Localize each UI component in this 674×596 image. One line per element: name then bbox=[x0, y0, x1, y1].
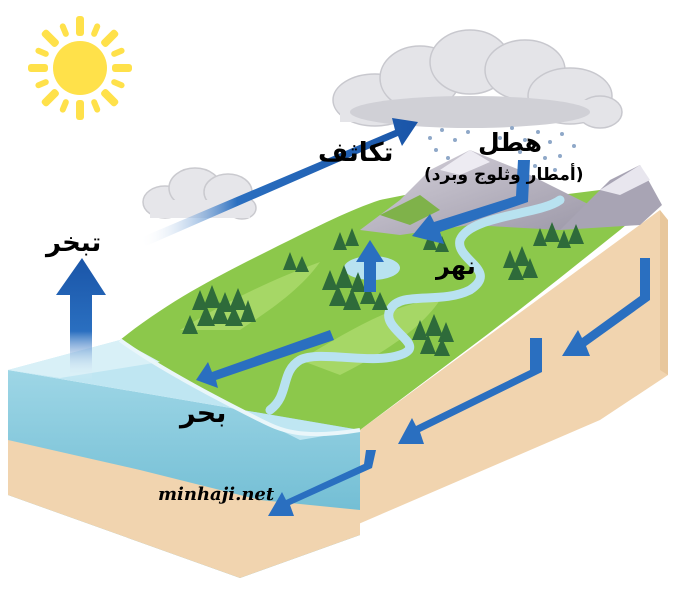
sun-icon bbox=[28, 16, 132, 120]
forest bbox=[182, 222, 584, 356]
evaporation-label: تبخر bbox=[46, 228, 102, 258]
flow-arrow-icon bbox=[56, 118, 650, 516]
condensation-label: تكاثف bbox=[318, 138, 394, 168]
watermark: minhaji.net bbox=[158, 484, 275, 505]
small-cloud-icon bbox=[142, 167, 257, 220]
sea-block bbox=[8, 338, 361, 578]
rain-icon bbox=[428, 126, 576, 172]
precipitation-detail-label: (أمطار وثلوج وبرد) bbox=[424, 165, 584, 185]
sea-label: بحر bbox=[180, 398, 227, 429]
river-label: نهر bbox=[436, 252, 476, 280]
cloud-icon bbox=[332, 29, 623, 129]
mountain-range bbox=[360, 150, 662, 235]
precipitation-label: هطل bbox=[478, 128, 543, 157]
river bbox=[265, 195, 565, 415]
